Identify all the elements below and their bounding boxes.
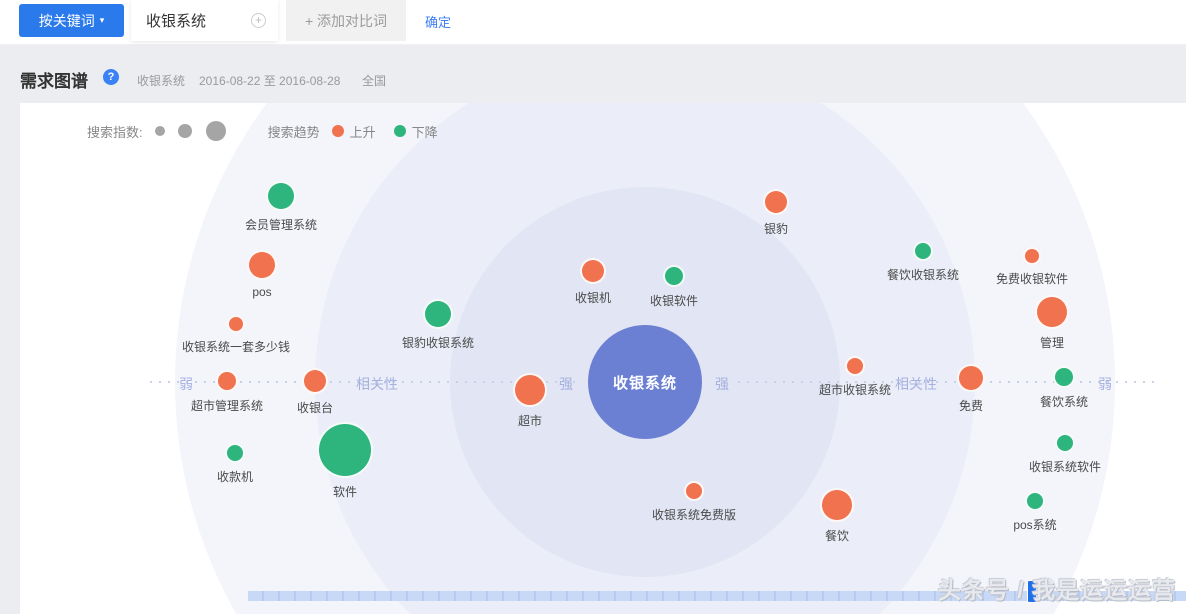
watermark: 头条号 / 我是运运运营	[938, 577, 1177, 603]
help-icon[interactable]: ?	[103, 69, 119, 85]
bubble-label: 超市管理系统	[190, 399, 263, 413]
related-bubble[interactable]	[580, 258, 606, 284]
search-index-label: 搜索指数:	[87, 124, 143, 140]
related-bubble[interactable]	[1025, 491, 1045, 511]
time-slider-track[interactable]	[248, 591, 1186, 601]
trend-up-label: 上升	[349, 124, 376, 140]
bubble-label: pos	[252, 285, 272, 299]
trend-down-dot-icon	[393, 125, 406, 137]
related-bubble[interactable]	[1055, 433, 1075, 453]
related-bubble[interactable]	[513, 373, 547, 407]
bubble-label: pos系统	[1013, 518, 1057, 532]
related-bubble[interactable]	[957, 364, 985, 392]
related-bubble[interactable]	[684, 481, 704, 501]
index-size-medium-icon	[177, 124, 192, 138]
meta-region: 全国	[362, 74, 387, 88]
related-bubble[interactable]	[1035, 295, 1069, 329]
related-bubble[interactable]	[225, 443, 245, 463]
bubble-label: 收款机	[216, 470, 253, 484]
bubble-label: 免费	[958, 399, 983, 413]
chart-card: 搜索指数: 搜索趋势 上升 下降 弱 相关性 强 强 相关性 弱 会员管理系统 p…	[20, 103, 1186, 614]
index-size-small-icon	[154, 126, 165, 136]
related-bubble[interactable]	[845, 356, 865, 376]
keyword-tab[interactable]: 收银系统 +	[131, 0, 278, 41]
add-compare-button[interactable]: + 添加对比词	[286, 0, 406, 41]
related-bubble[interactable]	[663, 265, 685, 287]
related-bubble[interactable]	[1023, 247, 1041, 265]
trend-down-label: 下降	[411, 124, 438, 140]
related-bubble[interactable]	[302, 368, 328, 394]
bubble-label: 餐饮收银系统	[886, 268, 959, 282]
bubble-label: 银豹收银系统	[401, 336, 474, 350]
bubble-label: 餐饮	[824, 529, 849, 543]
topbar: 按关键词 ▾ 收银系统 + + 添加对比词 确定	[0, 0, 1186, 45]
bubble-label: 管理	[1039, 336, 1064, 350]
related-bubble[interactable]	[1053, 366, 1075, 388]
axis-weak-left: 弱	[179, 376, 193, 392]
by-keyword-button[interactable]: 按关键词 ▾	[19, 4, 124, 37]
bubble-label: 软件	[332, 485, 357, 499]
relevance-axis-right	[738, 381, 1160, 383]
meta-keyword: 收银系统	[137, 74, 186, 88]
bubble-label: 超市	[517, 414, 542, 428]
axis-relevance-right: 相关性	[895, 376, 937, 392]
bubble-label: 餐饮系统	[1039, 395, 1088, 409]
related-bubble[interactable]	[423, 299, 453, 329]
legend: 搜索指数: 搜索趋势 上升 下降	[87, 120, 438, 142]
search-trend-label: 搜索趋势	[267, 124, 320, 140]
center-bubble[interactable]: 收银系统	[588, 325, 702, 439]
related-bubble[interactable]	[763, 189, 789, 215]
bubble-label: 超市收银系统	[818, 383, 891, 397]
related-bubble[interactable]	[913, 241, 933, 261]
related-bubble[interactable]	[216, 370, 238, 392]
bubble-label: 收银系统免费版	[651, 508, 736, 522]
axis-relevance-left: 相关性	[356, 376, 398, 392]
bubble-label: 收银台	[296, 401, 333, 415]
time-slider-handle[interactable]	[1027, 580, 1037, 603]
bubble-label: 收银机	[574, 291, 611, 305]
axis-weak-right: 弱	[1098, 376, 1112, 392]
index-size-large-icon	[205, 121, 226, 141]
bubble-label: 会员管理系统	[244, 218, 317, 232]
keyword-tab-label: 收银系统	[146, 13, 207, 30]
by-keyword-label: 按关键词	[38, 12, 95, 29]
caret-down-icon: ▾	[99, 15, 105, 25]
bubble-label: 收银软件	[649, 294, 698, 308]
axis-strong-right: 强	[715, 376, 729, 392]
page-header: 需求图谱 ? 收银系统 2016-08-22 至 2016-08-28 全国	[0, 46, 1186, 103]
confirm-link[interactable]: 确定	[425, 15, 452, 30]
bubble-label: 收银系统软件	[1028, 460, 1101, 474]
related-bubble[interactable]	[317, 422, 373, 478]
relevance-axis-left	[150, 381, 580, 383]
related-bubble[interactable]	[820, 488, 854, 522]
add-keyword-icon[interactable]: +	[251, 13, 266, 28]
bubble-label: 收银系统一套多少钱	[181, 340, 290, 354]
bubble-label: 银豹	[763, 222, 788, 236]
page-title: 需求图谱	[20, 72, 88, 91]
related-bubble[interactable]	[247, 250, 277, 280]
axis-strong-left: 强	[559, 376, 573, 392]
trend-up-dot-icon	[331, 125, 344, 137]
meta-date-range: 2016-08-22 至 2016-08-28	[199, 74, 341, 88]
related-bubble[interactable]	[227, 315, 245, 333]
bubble-label: 免费收银软件	[995, 272, 1068, 286]
related-bubble[interactable]	[266, 181, 296, 211]
